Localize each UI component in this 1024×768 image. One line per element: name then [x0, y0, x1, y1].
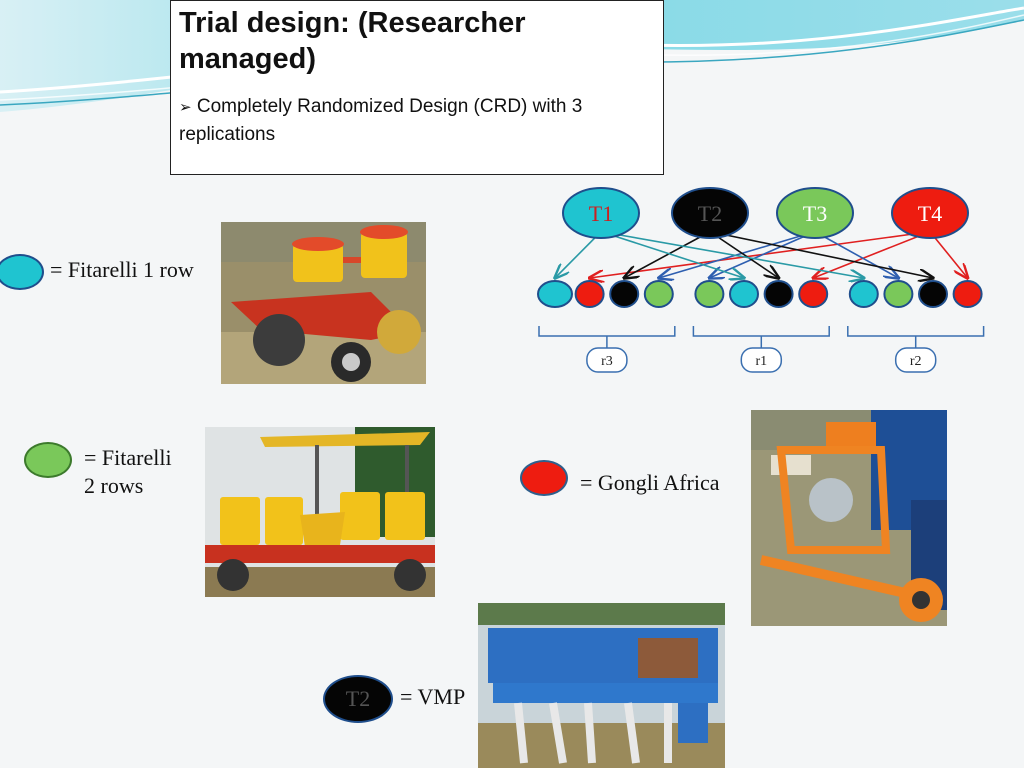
vmp-photo: [478, 603, 725, 768]
title-box: Trial design: (Researcher managed) ➢ Com…: [170, 0, 664, 175]
replication-label-r1: r1: [755, 354, 767, 369]
bullet-text: Completely Randomized Design (CRD) with …: [179, 96, 583, 145]
arrow-t3-to-plot-4: [659, 233, 808, 278]
replication-label-r3: r3: [601, 354, 613, 369]
plot-5-t3: [694, 280, 725, 308]
arrow-t3-to-plot-5: [709, 233, 811, 278]
fitarelli-1-row-photo: [221, 222, 426, 384]
crd-randomization-diagram: T1 T2 T3 T4 r3 r1 r2: [537, 187, 985, 373]
treatment-label-t2: T2: [698, 201, 722, 226]
treatment-label-t1: T1: [589, 201, 613, 226]
plot-11-t2: [918, 280, 948, 308]
fitarelli-1-row-legend-oval: [0, 254, 44, 290]
arrow-t1-to-plot-6: [607, 233, 744, 278]
replication-brace-r2: [847, 326, 985, 348]
arrow-t2-to-plot-11: [720, 233, 933, 278]
treatment-label-t4: T4: [918, 201, 942, 226]
treatment-node-t3: T3: [776, 187, 854, 239]
replication-brace-r3: [538, 326, 676, 348]
arrow-t2-to-plot-7: [712, 233, 778, 278]
treatment-node-t1: T1: [562, 187, 640, 239]
fitarelli-2-rows-legend-label: = Fitarelli 2 rows: [84, 444, 172, 500]
arrow-t4-to-plot-2: [590, 233, 914, 278]
fitarelli-2-rows-photo: [205, 427, 435, 597]
arrow-t3-to-plot-10: [818, 233, 898, 278]
arrow-t1-to-plot-1: [555, 233, 600, 278]
plot-7-t2: [763, 280, 794, 308]
arrow-t4-to-plot-8: [813, 233, 925, 278]
replication-label-box-r3: [586, 347, 628, 373]
plot-9-t1: [848, 280, 879, 308]
arrow-t4-to-plot-12: [931, 233, 968, 278]
vmp-legend-node-label: T2: [345, 686, 371, 711]
treatment-label-t3: T3: [803, 201, 827, 226]
arrow-t1-to-plot-9: [614, 233, 864, 278]
plot-4-t3: [643, 280, 674, 308]
fitarelli-2-rows-label-line2: 2 rows: [84, 473, 144, 498]
arrow-t2-to-plot-3: [624, 233, 707, 278]
vmp-legend-label: = VMP: [400, 684, 466, 709]
fitarelli-2-rows-legend-oval: [24, 442, 72, 478]
replication-label-box-r1: [740, 347, 783, 373]
plot-10-t3: [883, 280, 914, 308]
fitarelli-2-rows-label-line1: = Fitarelli: [84, 445, 172, 470]
gongli-africa-legend-oval: [520, 460, 568, 496]
fitarelli-1-row-legend-label: = Fitarelli 1 row: [50, 257, 194, 282]
plot-3-t2: [609, 280, 640, 308]
plot-12-t4: [952, 280, 983, 308]
treatment-node-t2: T2: [671, 187, 749, 239]
gongli-africa-legend-label: = Gongli Africa: [580, 470, 720, 495]
replication-label-box-r2: [894, 347, 937, 373]
design-bullet: ➢ Completely Randomized Design (CRD) wit…: [179, 93, 655, 148]
plot-8-t4: [798, 280, 829, 308]
plot-1-t1: [537, 280, 573, 308]
plot-2-t4: [574, 280, 605, 308]
treatment-node-t4: T4: [891, 187, 969, 239]
replication-brace-r1: [692, 326, 830, 348]
gongli-africa-photo: [751, 410, 947, 626]
slide-title: Trial design: (Researcher managed): [179, 7, 526, 75]
plot-6-t1: [729, 280, 759, 308]
vmp-legend-node: T2: [323, 675, 393, 723]
replication-label-r2: r2: [910, 354, 922, 369]
bullet-arrow-icon: ➢: [179, 99, 192, 116]
